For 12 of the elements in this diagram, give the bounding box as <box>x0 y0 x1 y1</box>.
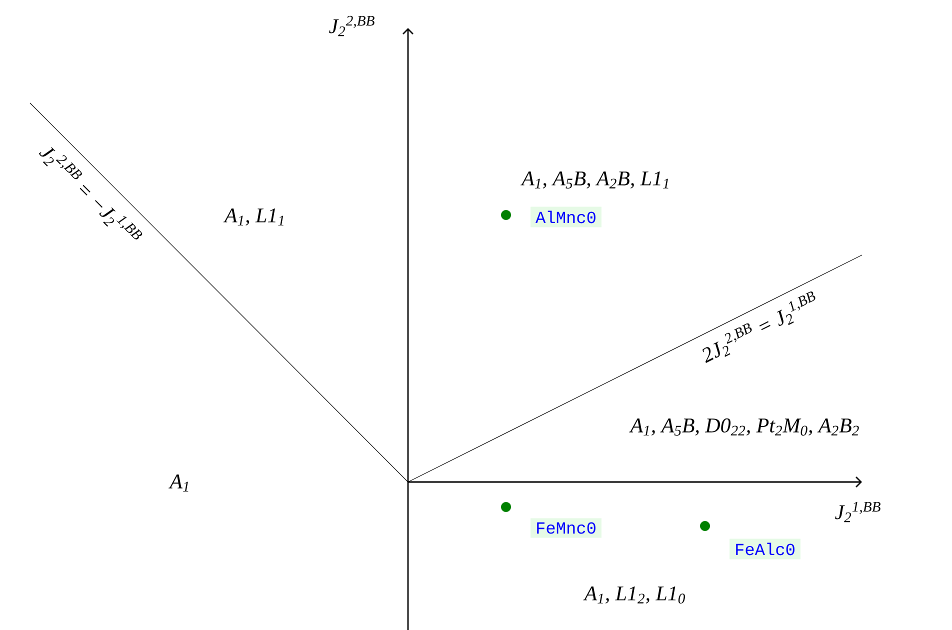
region-label: A$_{1}$, L1$_{2}$, L1$_{0}$ <box>583 586 685 604</box>
region-label: A$_{1}$ <box>168 474 188 492</box>
point-label: FeMnc0 <box>530 518 602 538</box>
region-label: A$_{1}$, A$_{5}$B, A$_{2}$B, L1$_{1}$ <box>520 171 668 189</box>
axis-label: J$_{2}$1,BB <box>835 502 880 522</box>
boundary-label: J$_{2}$$^{2,BB}$ = −J$_{2}$1,BB <box>38 147 142 240</box>
boundary-label: 2J$_{2}$$^{2,BB}$ = J$_{2}$1,BB <box>702 292 816 363</box>
point-label: FeAlc0 <box>730 538 800 560</box>
axis-label: J$_{2}$2,BB <box>329 16 374 36</box>
region-label: A$_{1}$, L1$_{1}$ <box>223 208 284 226</box>
point-label: AlMnc0 <box>530 206 602 228</box>
region-label: A$_{1}$, A$_{5}$B, D0$_{22}$, Pt$_{2}$M$_{0}$, A$_{2}$B$_{2}$ <box>629 418 859 436</box>
